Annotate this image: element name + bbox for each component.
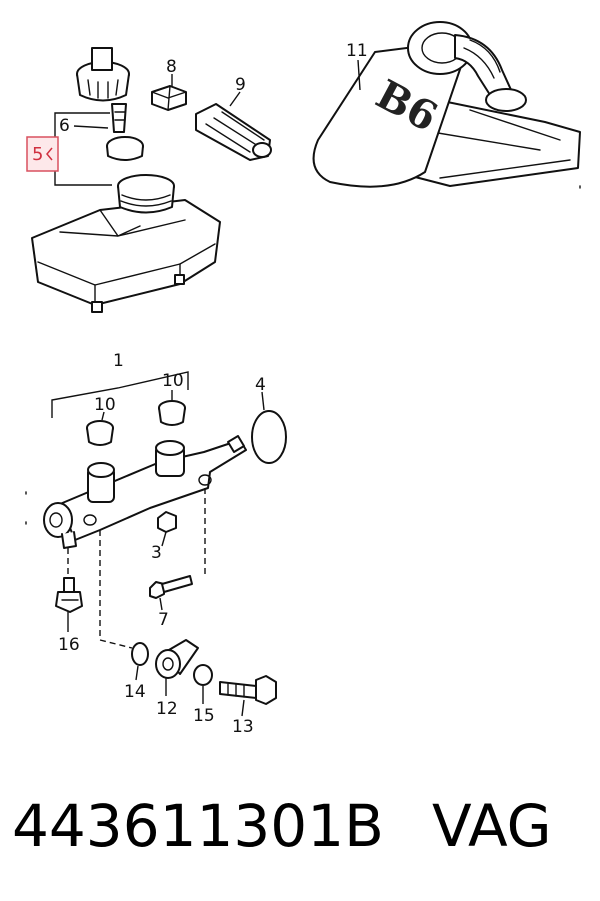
part-number: 443611301B (12, 792, 384, 860)
leader-6 (73, 125, 109, 129)
dash-line-14 (99, 530, 133, 649)
highlight-box-5[interactable] (26, 136, 59, 172)
leader-13 (241, 699, 245, 717)
o-ring[interactable] (251, 410, 287, 464)
brake-fluid-bottle[interactable]: B6 (312, 21, 581, 188)
seal-grommet-right[interactable] (158, 400, 186, 426)
brand-name: VAG (432, 792, 552, 860)
union-fitting[interactable] (55, 577, 83, 613)
reservoir-cap[interactable] (76, 47, 144, 161)
leader-11 (357, 59, 361, 91)
callout-11: 11 (346, 41, 368, 61)
callout-14: 14 (124, 682, 146, 702)
callout-10-right: 10 (162, 371, 184, 391)
clip-part[interactable] (151, 85, 187, 111)
callout-6: 6 (59, 116, 70, 136)
callout-1: 1 (113, 351, 124, 371)
mounting-bolt[interactable] (149, 575, 193, 599)
leader-14 (135, 665, 139, 681)
banjo-bolt[interactable] (219, 675, 277, 705)
callout-15: 15 (193, 706, 215, 726)
callout-12: 12 (156, 699, 178, 719)
hex-nut[interactable] (157, 511, 177, 533)
pointer-5-icon (46, 147, 53, 161)
seal-grommet-left[interactable] (86, 420, 114, 446)
callout-9: 9 (235, 75, 246, 95)
leader-10a (101, 411, 105, 421)
copper-washer[interactable] (193, 664, 213, 686)
callout-10-left: 10 (94, 395, 116, 415)
callout-5[interactable]: 5 (32, 144, 43, 165)
master-cylinder[interactable] (43, 435, 247, 549)
callout-13: 13 (232, 717, 254, 737)
leader-9 (229, 91, 241, 107)
fluid-reservoir[interactable] (31, 174, 221, 313)
leader-3 (161, 531, 167, 547)
callout-3: 3 (151, 543, 162, 563)
leader-7 (159, 597, 163, 611)
banjo-fitting[interactable] (155, 639, 199, 679)
sealing-washer[interactable] (131, 642, 149, 666)
group-bracket-1 (51, 371, 189, 418)
leader-4 (261, 391, 265, 411)
crop-marks (25, 185, 581, 525)
callout-8: 8 (166, 57, 177, 77)
callout-4: 4 (255, 375, 266, 395)
sensor-connector[interactable] (195, 103, 272, 161)
callout-7: 7 (158, 610, 169, 630)
callout-16: 16 (58, 635, 80, 655)
